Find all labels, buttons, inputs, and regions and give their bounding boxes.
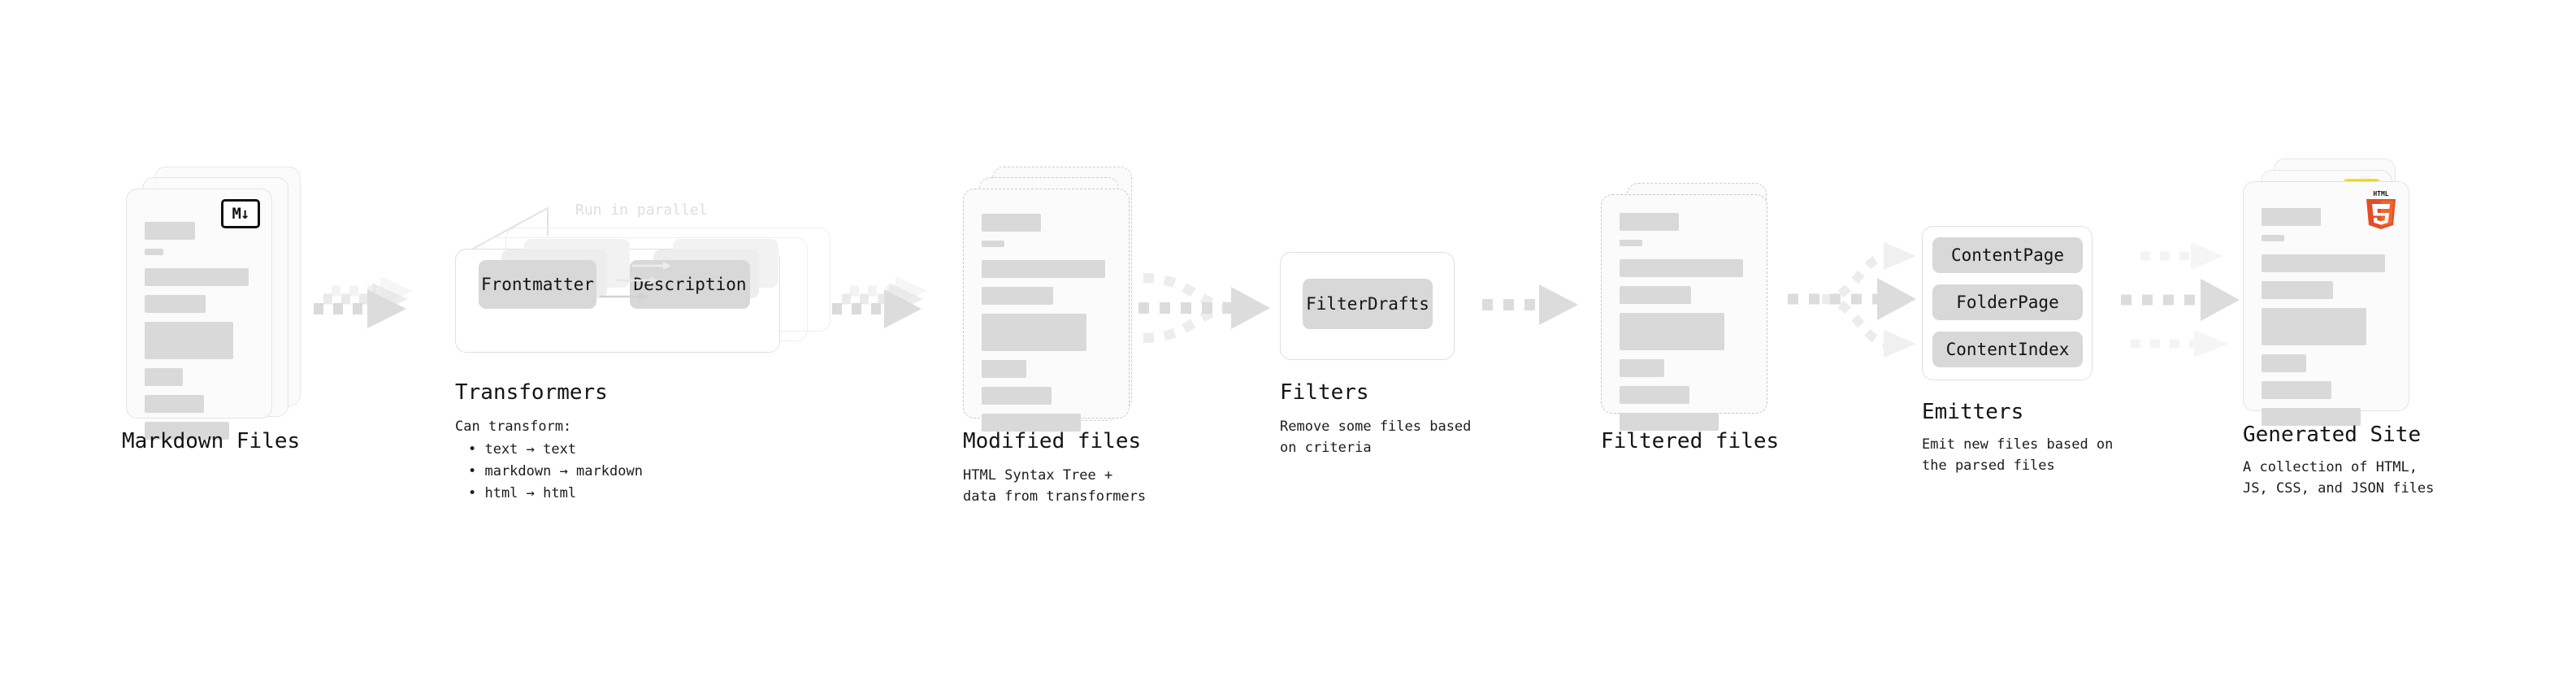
content-bar xyxy=(145,295,206,313)
content-bar xyxy=(2262,254,2385,272)
content-bar xyxy=(1620,413,1720,431)
content-bar xyxy=(145,249,164,255)
modified-card-front xyxy=(963,189,1130,432)
markdown-card-front: M↓ xyxy=(126,189,272,440)
svg-text:HTML: HTML xyxy=(2373,190,2388,197)
content-bar xyxy=(145,368,183,386)
markdown-badge-icon: M↓ xyxy=(221,199,260,228)
filtered-card-stack xyxy=(1601,183,1776,431)
content-bar xyxy=(2262,208,2322,226)
arrow-filters-to-filtered xyxy=(1482,284,1578,325)
stage-label-generated-site: Generated Site xyxy=(2243,423,2422,447)
stage-label-filtered-files: Filtered files xyxy=(1601,429,1780,453)
content-bar xyxy=(2262,308,2366,345)
arrow-emitters-to-generated-site xyxy=(2121,242,2240,358)
arrow-modified-to-filters-merge xyxy=(1138,273,1270,343)
content-bar xyxy=(1620,259,1743,277)
content-bar xyxy=(2262,235,2284,241)
emitter-chip-contentpage[interactable]: ContentPage xyxy=(1932,237,2083,273)
modified-card-stack xyxy=(963,167,1138,432)
content-bar xyxy=(2262,408,2361,426)
content-bar xyxy=(1620,386,1690,404)
transformers-description-intro: Can transform: xyxy=(455,419,572,435)
modified-files-description-2: data from transformers xyxy=(963,488,1147,505)
content-bar xyxy=(145,395,205,413)
transformer-chip-frontmatter[interactable]: Frontmatter xyxy=(479,260,596,309)
content-bar xyxy=(982,287,1054,305)
filters-description-1: Remove some files based xyxy=(1280,419,1472,435)
arrow-markdown-to-transformers xyxy=(314,276,413,328)
markdown-card-stack: M↓ xyxy=(126,167,301,440)
stage-label-emitters: Emitters xyxy=(1922,400,2024,424)
html5-badge-icon: HTML xyxy=(2366,190,2396,229)
content-bar xyxy=(145,268,249,286)
generated-site-description-2: JS, CSS, and JSON files xyxy=(2243,480,2435,497)
content-bar xyxy=(2262,281,2334,299)
transformers-group-stack: Frontmatter Description xyxy=(455,228,845,353)
stage-label-markdown-files: Markdown Files xyxy=(122,429,301,453)
transformers-bullet-3: • html → html xyxy=(468,485,577,501)
content-bar xyxy=(1620,240,1642,246)
emitter-chip-folderpage[interactable]: FolderPage xyxy=(1932,284,2083,320)
filter-chip-filterdrafts[interactable]: FilterDrafts xyxy=(1303,279,1433,329)
modified-files-description-1: HTML Syntax Tree + xyxy=(963,467,1113,484)
content-bar xyxy=(1620,213,1680,231)
stage-label-transformers: Transformers xyxy=(455,380,608,405)
content-bar xyxy=(1620,359,1665,377)
generated-card-front-html: HTML xyxy=(2243,181,2409,426)
transformers-bullet-1: • text → text xyxy=(468,441,577,458)
content-bar xyxy=(982,387,1052,405)
generated-site-description-1: A collection of HTML, xyxy=(2243,459,2418,475)
content-bar xyxy=(982,360,1027,378)
content-bar xyxy=(982,214,1042,232)
content-bar xyxy=(982,414,1082,432)
generated-card-content-bars xyxy=(2262,208,2394,435)
arrow-filtered-to-emitters-fanout xyxy=(1788,242,1916,358)
content-bar xyxy=(145,422,229,440)
filters-description-2: on criteria xyxy=(1280,440,1372,456)
content-bar xyxy=(2262,381,2332,399)
emitters-description-1: Emit new files based on xyxy=(1922,436,2114,453)
content-bar xyxy=(982,260,1105,278)
filtered-card-content-bars xyxy=(1620,213,1752,440)
content-bar xyxy=(1620,286,1692,304)
modified-card-content-bars xyxy=(982,214,1114,440)
markdown-card-content-bars xyxy=(145,222,257,449)
stage-label-filters: Filters xyxy=(1280,380,1369,405)
filtered-card-front xyxy=(1601,194,1767,431)
arrow-transformers-to-modified xyxy=(832,276,928,328)
content-bar xyxy=(2262,354,2307,372)
transformers-bullet-2: • markdown → markdown xyxy=(468,463,643,479)
content-bar xyxy=(982,241,1004,247)
content-bar xyxy=(145,322,234,359)
content-bar xyxy=(145,222,196,240)
transformer-chip-description[interactable]: Description xyxy=(630,260,750,309)
content-bar xyxy=(982,314,1086,351)
emitter-chip-contentindex[interactable]: ContentIndex xyxy=(1932,332,2083,367)
emitters-description-2: the parsed files xyxy=(1922,458,2055,474)
generated-card-stack: CSS HTML xyxy=(2243,158,2418,426)
content-bar xyxy=(1620,313,1724,350)
run-in-parallel-note: Run in parallel xyxy=(575,202,708,219)
stage-label-modified-files: Modified files xyxy=(963,429,1142,453)
